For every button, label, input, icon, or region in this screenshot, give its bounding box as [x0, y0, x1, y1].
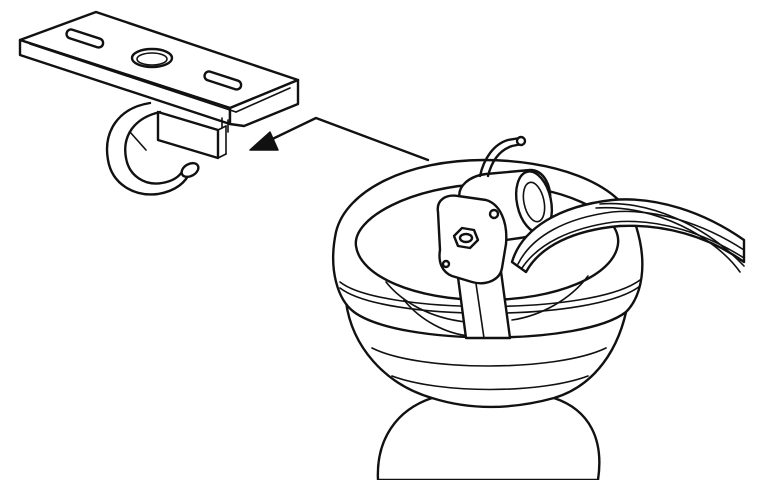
bracket-slot-left: [65, 28, 105, 49]
direction-arrow: [249, 116, 430, 162]
ground-wire: [478, 135, 527, 178]
bracket-center-hole: [130, 47, 174, 69]
bracket-slot-right: [203, 70, 243, 91]
mounting-bracket: [18, 10, 300, 160]
hanger-ball-with-set-screw: [436, 168, 554, 340]
lamp-globe: [376, 396, 601, 480]
hanger-hook: [105, 101, 200, 196]
supply-wires: [510, 198, 746, 274]
